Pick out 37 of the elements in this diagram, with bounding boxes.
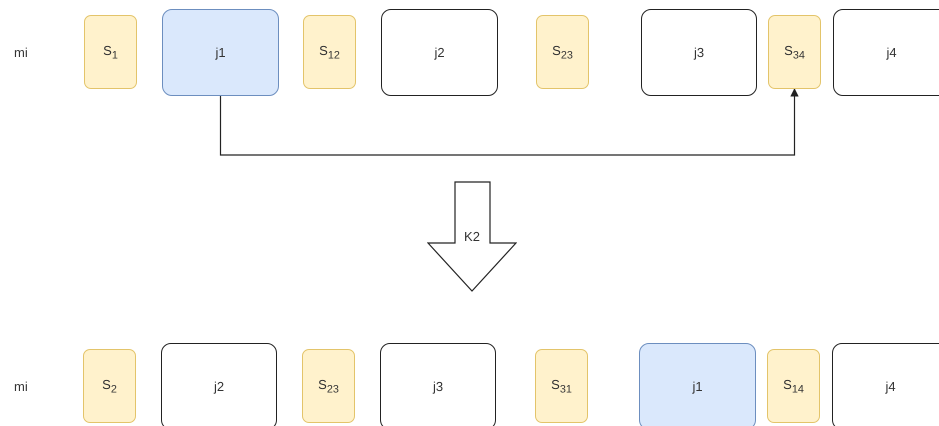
box-label: S$_{23}$: [318, 376, 339, 396]
job-box: [381, 9, 498, 96]
job-box: [162, 9, 279, 96]
hollow-down-arrow: [427, 181, 517, 292]
job-box: [833, 9, 939, 96]
row-label: mi: [14, 379, 28, 394]
box-label: S$_{1}$: [103, 42, 118, 62]
job-box: [639, 343, 756, 426]
box-label: j2: [214, 379, 224, 394]
box-label: j4: [886, 45, 897, 60]
box-label: S$_{12}$: [319, 42, 340, 62]
box-label: j3: [432, 379, 444, 394]
box-label: S$_{34}$: [784, 42, 805, 62]
setup-box: [303, 15, 356, 89]
box-label: j1: [692, 379, 703, 394]
setup-box: [767, 349, 820, 423]
box-label: S$_{23}$: [552, 42, 573, 62]
box-label: j3: [694, 45, 704, 60]
box-label: j4: [885, 379, 896, 394]
job-box: [380, 343, 496, 426]
setup-box: [83, 349, 136, 423]
box-label: S$_{31}$: [551, 376, 572, 396]
setup-box: [302, 349, 355, 423]
setup-box: [84, 15, 137, 89]
job-box: [161, 343, 277, 426]
box-label: S$_{14}$: [783, 376, 804, 396]
setup-box: [536, 15, 589, 89]
box-label: S$_{2}$: [102, 376, 117, 396]
setup-box: [768, 15, 821, 89]
job-box: [832, 343, 939, 426]
arrow-label: K2: [464, 229, 480, 244]
box-label: j1: [215, 45, 226, 60]
job-box: [641, 9, 757, 96]
setup-box: [535, 349, 588, 423]
connector-arrow: [220, 88, 799, 156]
row-label: mi: [14, 45, 28, 60]
box-label: j2: [434, 45, 445, 60]
